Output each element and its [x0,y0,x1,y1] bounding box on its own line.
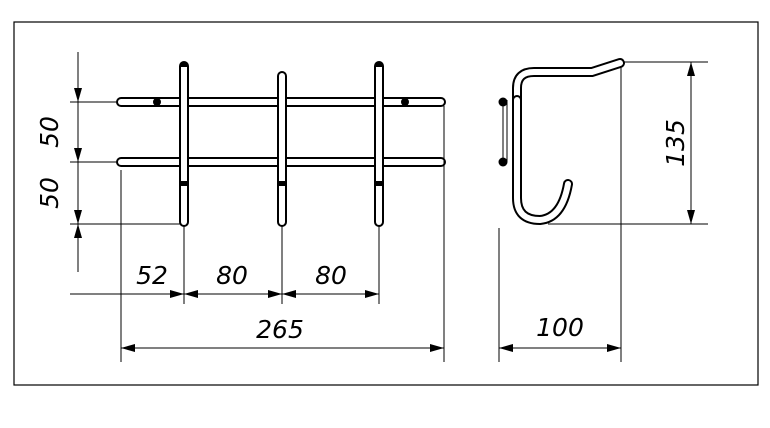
drawing-frame [13,21,759,386]
vertical-dimension: 50 50 [35,52,180,272]
spacing-dimension: 52 80 80 [70,170,380,362]
hook-profile [512,58,625,226]
weld-mark [376,181,382,186]
overall-width-dimension: 265 [121,106,445,362]
mounting-hole-right [401,98,409,106]
dim-text-135: 135 [661,119,690,167]
dim-text-100: 100 [536,313,584,342]
fixing-point-bottom [498,157,508,167]
dim-text-top-50: 50 [35,116,64,148]
side-view: 135 100 [498,58,708,362]
weld-mark [181,62,187,67]
height-dimension: 135 [548,61,708,225]
weld-mark [376,62,382,67]
weld-mark [181,181,187,186]
dim-text-80-second: 80 [315,261,347,290]
dim-text-bottom-50: 50 [35,177,64,209]
front-view: 50 50 52 80 80 265 [35,52,446,362]
dim-text-52: 52 [136,261,168,290]
depth-dimension: 100 [498,66,622,362]
dim-text-265: 265 [256,315,304,344]
dim-text-80-first: 80 [216,261,248,290]
fixing-point-top [498,97,508,107]
weld-mark [279,181,285,186]
mounting-hole-left [153,98,161,106]
